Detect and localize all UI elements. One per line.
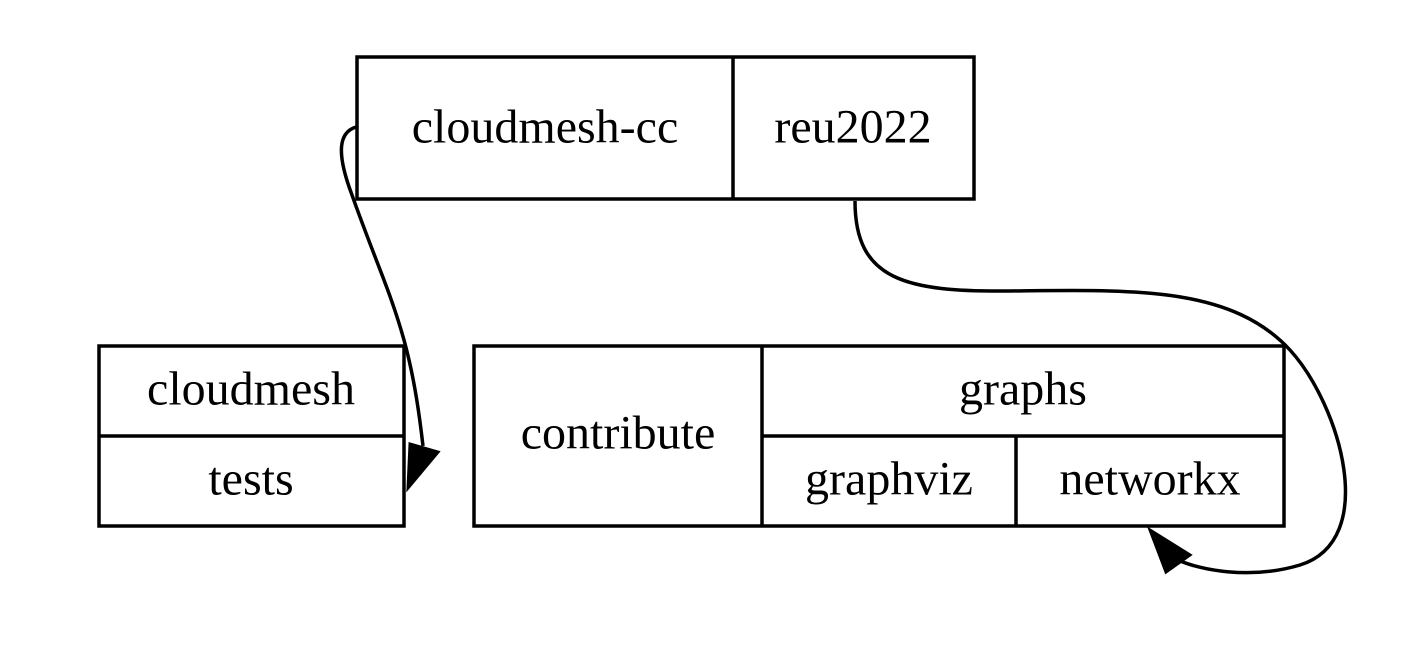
- node-root[interactable]: cloudmesh-cc reu2022: [355, 55, 976, 201]
- field-tests[interactable]: tests: [208, 453, 293, 506]
- arrowhead: [406, 442, 441, 493]
- edge-reu2022-to-networkx: [853, 200, 1348, 575]
- field-reu2022[interactable]: reu2022: [774, 101, 931, 154]
- field-graphs[interactable]: graphs: [959, 363, 1087, 416]
- node-root-border: [355, 55, 976, 201]
- field-cloudmesh-cc[interactable]: cloudmesh-cc: [412, 101, 679, 154]
- field-networkx[interactable]: networkx: [1059, 453, 1240, 506]
- field-cloudmesh[interactable]: cloudmesh: [147, 363, 355, 416]
- node-right[interactable]: contribute graphs graphviz networkx: [472, 344, 1286, 528]
- edge-line: [853, 200, 1348, 575]
- edge-line: [339, 125, 425, 447]
- node-left[interactable]: cloudmesh tests: [97, 344, 406, 528]
- arrowhead: [1147, 526, 1193, 575]
- field-graphviz[interactable]: graphviz: [805, 453, 973, 506]
- edge-cloudmesh-cc-to-tests: [339, 125, 441, 493]
- field-contribute[interactable]: contribute: [521, 407, 716, 460]
